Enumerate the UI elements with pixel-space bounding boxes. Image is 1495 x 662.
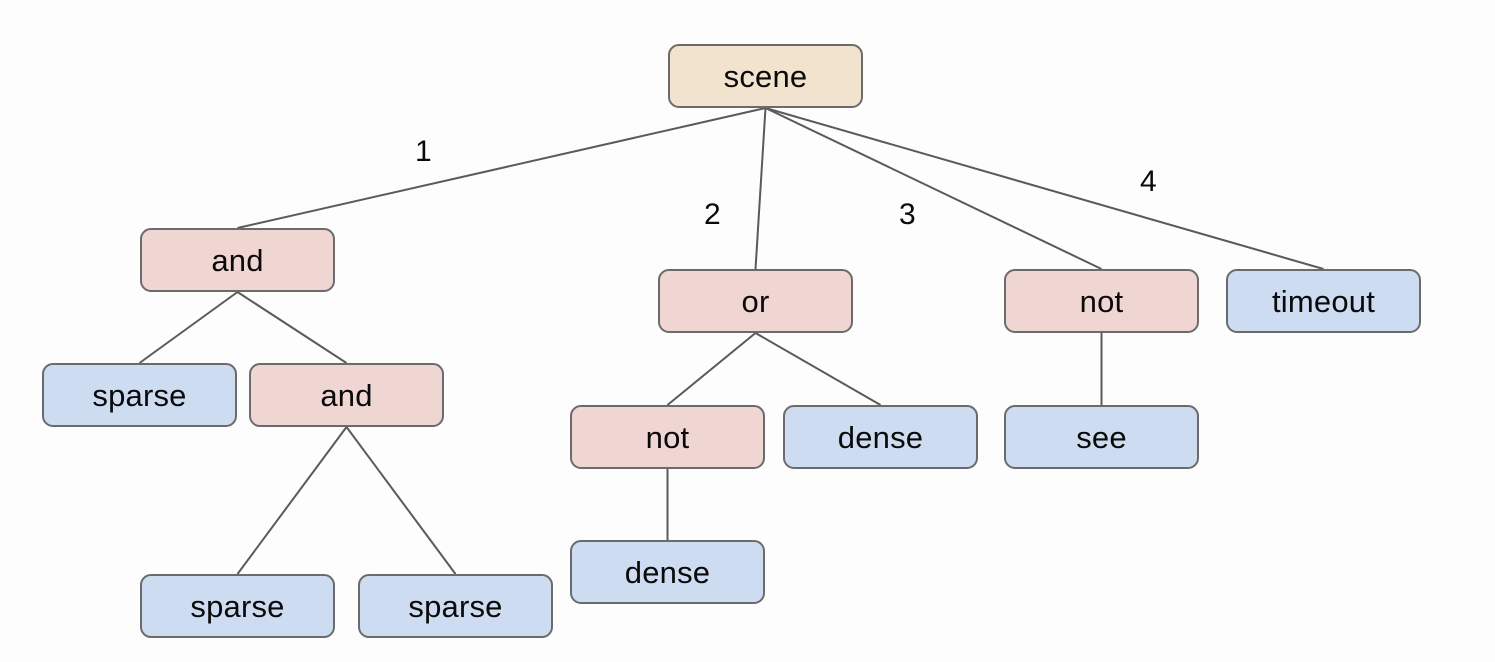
tree-edge-and1-sparse1 — [138, 291, 239, 364]
tree-edge-or1-not1 — [666, 332, 757, 406]
edge-label-4: 4 — [1140, 165, 1157, 198]
tree-node-sparse3[interactable]: sparse — [358, 574, 553, 638]
tree-edge-scene-timeout1 — [765, 107, 1324, 270]
tree-node-timeout1[interactable]: timeout — [1226, 269, 1421, 333]
tree-node-or1[interactable]: or — [658, 269, 853, 333]
tree-edge-scene-and1 — [237, 107, 766, 229]
edge-label-2: 2 — [704, 198, 721, 231]
tree-node-and1[interactable]: and — [140, 228, 335, 292]
tree-node-dense2[interactable]: dense — [570, 540, 765, 604]
tree-node-and2[interactable]: and — [249, 363, 444, 427]
tree-node-see1[interactable]: see — [1004, 405, 1199, 469]
edge-label-3: 3 — [899, 198, 916, 231]
tree-edge-and2-sparse3 — [345, 426, 457, 575]
tree-node-not1[interactable]: not — [570, 405, 765, 469]
tree-node-not2[interactable]: not — [1004, 269, 1199, 333]
tree-node-sparse1[interactable]: sparse — [42, 363, 237, 427]
tree-edge-scene-not2 — [765, 107, 1102, 270]
tree-node-sparse2[interactable]: sparse — [140, 574, 335, 638]
tree-edge-scene-or1 — [754, 107, 767, 270]
tree-node-scene[interactable]: scene — [668, 44, 863, 108]
tree-node-dense1[interactable]: dense — [783, 405, 978, 469]
tree-edge-or1-dense1 — [755, 332, 881, 406]
tree-edge-and1-and2 — [236, 291, 348, 364]
edge-label-1: 1 — [415, 135, 432, 168]
tree-edge-and2-sparse2 — [236, 426, 348, 575]
